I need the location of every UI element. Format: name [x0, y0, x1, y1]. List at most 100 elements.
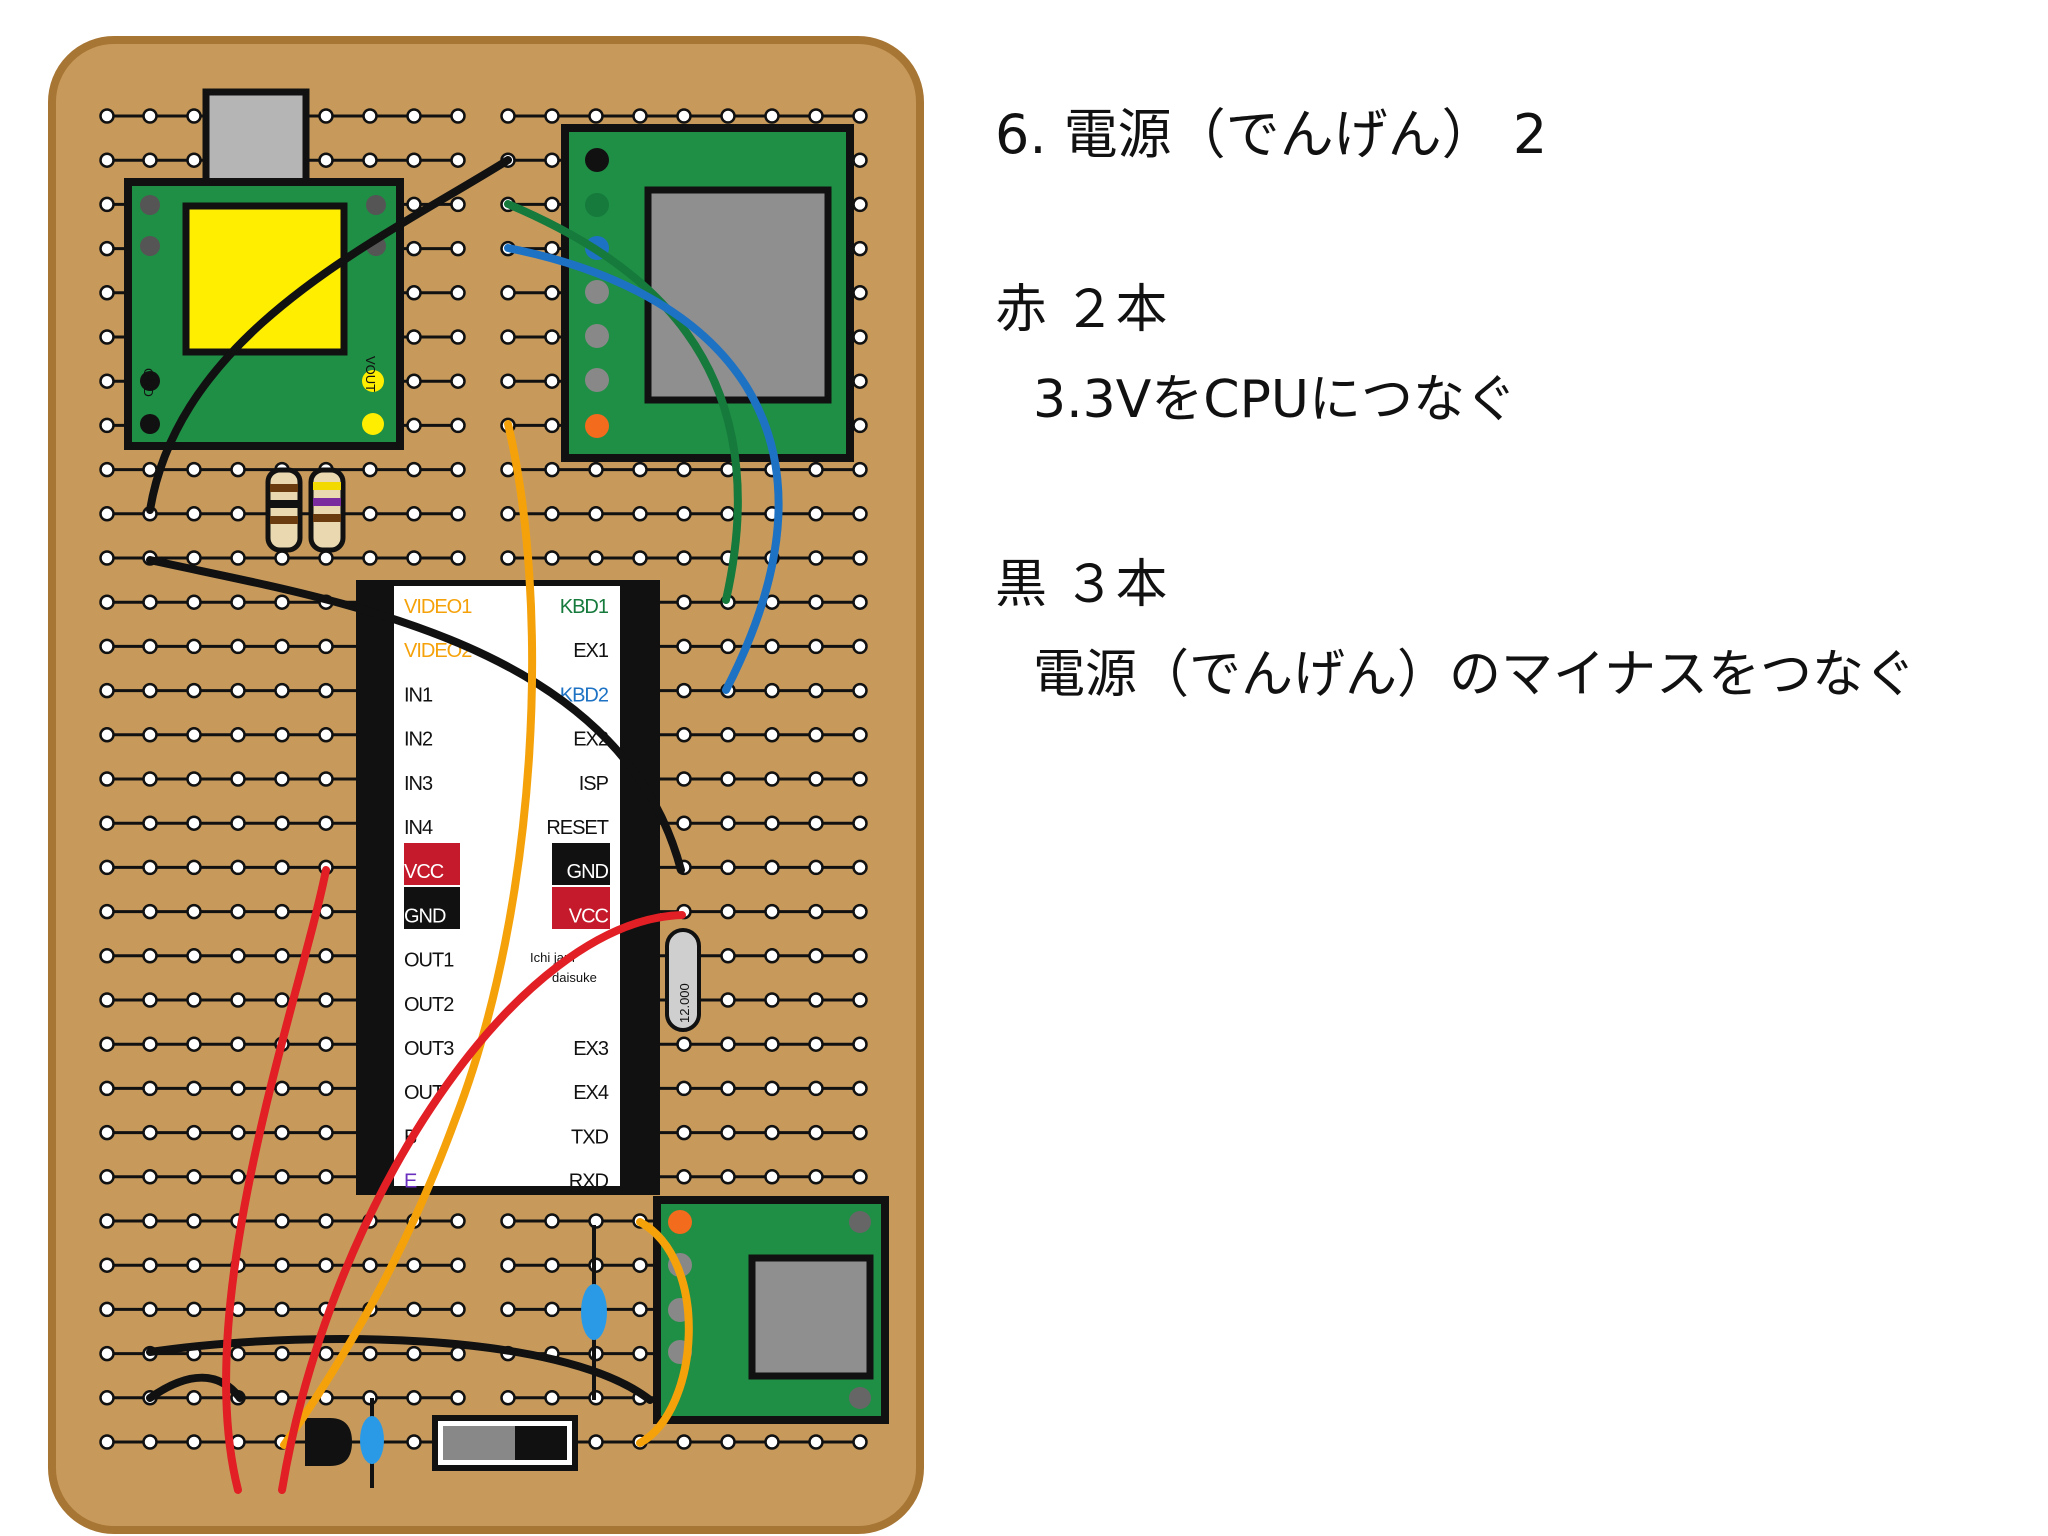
hole [852, 461, 868, 478]
hole [852, 329, 868, 345]
hole [99, 1301, 115, 1318]
section-red-body: 3.3VをCPUにつなぐ [1033, 370, 1517, 430]
hole [99, 550, 115, 566]
wire-red-1 [222, 866, 330, 1494]
hole [318, 948, 334, 964]
hole [808, 1036, 824, 1052]
hole [99, 506, 115, 522]
hole [632, 550, 648, 566]
hole [808, 948, 824, 964]
hole [186, 1301, 202, 1318]
hole [500, 1301, 516, 1318]
hole [676, 727, 692, 743]
hole [142, 859, 158, 876]
hole [318, 1080, 334, 1097]
hole [450, 152, 466, 168]
gnd-pad-left [404, 887, 460, 929]
hole [362, 461, 378, 478]
hole [186, 638, 202, 655]
hole [544, 1390, 560, 1406]
chip-left-pin-label: OUT3 [404, 1038, 454, 1060]
hole [99, 815, 115, 831]
hole [852, 240, 868, 257]
hole [588, 506, 604, 522]
hole [764, 771, 780, 787]
hole [318, 638, 334, 655]
hole [406, 108, 422, 124]
hole [406, 240, 422, 257]
hole [142, 1301, 158, 1318]
hole [852, 815, 868, 831]
slide-switch [432, 1415, 578, 1471]
hole [230, 1169, 246, 1185]
hole [186, 1169, 202, 1185]
hole [274, 1390, 290, 1406]
hole [544, 108, 560, 124]
hole [808, 727, 824, 743]
hole [500, 1213, 516, 1229]
hole [99, 1345, 115, 1362]
hole [274, 1080, 290, 1097]
hole [450, 1257, 466, 1273]
hole [450, 1345, 466, 1362]
hole [764, 682, 780, 699]
hole [186, 1390, 202, 1406]
hole [274, 992, 290, 1008]
hole [720, 1434, 736, 1450]
hole [230, 727, 246, 743]
section-black-body: 電源（でんげん）のマイナスをつなぐ [1033, 645, 1916, 705]
wire-orange-1 [280, 420, 537, 1449]
chip-left-pin-label: IN1 [404, 684, 433, 706]
hole [99, 771, 115, 787]
chip-left-pin-label: VIDEO1 [404, 596, 472, 618]
hole [632, 461, 648, 478]
wire-red-2 [278, 911, 686, 1494]
hole [632, 1257, 648, 1273]
hole [808, 992, 824, 1008]
hole [230, 1345, 246, 1362]
hole [764, 992, 780, 1008]
hole [318, 771, 334, 787]
hole [186, 948, 202, 964]
chip-left-pin-label: OUT2 [404, 994, 454, 1016]
hole [852, 1434, 868, 1450]
hole [99, 152, 115, 168]
chip-right-pin-label: RESET [546, 817, 608, 839]
hole [588, 461, 604, 478]
chip-right-pin-label: ISP [579, 773, 609, 795]
hole [274, 594, 290, 610]
hole [186, 594, 202, 610]
wire-black-1 [146, 156, 512, 514]
hole [852, 771, 868, 787]
hole [406, 417, 422, 434]
hole [544, 329, 560, 345]
resistor-brown [265, 467, 303, 553]
hole [230, 771, 246, 787]
hole [142, 1124, 158, 1141]
hole [406, 329, 422, 345]
hole [406, 1301, 422, 1318]
hole [274, 948, 290, 964]
hole [186, 727, 202, 743]
hole [318, 108, 334, 124]
chip-right-pin-label: RXD [569, 1171, 609, 1193]
hole [544, 152, 560, 168]
hole [186, 859, 202, 876]
hole [318, 550, 334, 566]
crystal-label: 12.000 [677, 983, 692, 1023]
hole [99, 1434, 115, 1450]
power-jack-module: GND VOUT [124, 88, 404, 450]
hole [230, 594, 246, 610]
hole [764, 903, 780, 920]
gnd-pad-right [552, 843, 610, 885]
hole [142, 1213, 158, 1229]
hole [450, 1390, 466, 1406]
hole [99, 461, 115, 478]
hole [186, 506, 202, 522]
hole [318, 152, 334, 168]
hole [450, 240, 466, 257]
hole [720, 638, 736, 655]
hole [318, 1124, 334, 1141]
hole [450, 196, 466, 213]
hole [230, 550, 246, 566]
